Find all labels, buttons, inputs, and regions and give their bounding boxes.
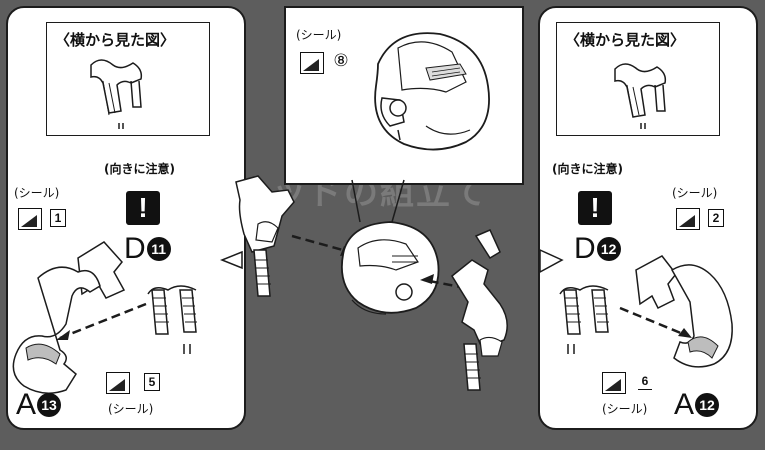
left-assembly-drawing [12,241,197,394]
left-part-a-number: 13 [37,393,62,417]
left-sticker-label-top: (シール) [14,186,60,200]
right-sticker-icon-top [676,208,700,230]
top-sticker-number: ⑧ [332,51,350,70]
right-part-d-letter: D [574,232,596,265]
left-sticker-number-top: 1 [50,209,66,227]
right-sticker-number-top: 2 [708,209,724,227]
left-sticker-icon-bottom [106,372,130,394]
left-part-a-letter: A [16,388,37,421]
left-part-d-letter: D [124,232,146,265]
left-part-d-number: 11 [146,237,171,261]
right-orientation-note: (向きに注意) [552,162,623,176]
top-callout-panel: (シール) ⑧ [284,6,524,185]
left-sticker-label-bottom: (シール) [108,402,154,416]
right-part-a-letter: A [674,388,695,421]
right-sticker-icon-bottom [602,372,626,394]
left-exclamation-icon: ! [126,191,160,225]
right-sticker-number-bottom: 6 [638,373,652,390]
right-sticker-label-bottom: (シール) [602,402,648,416]
right-part-d-number: 12 [596,237,621,261]
right-part-a-number: 12 [695,393,720,417]
left-side-view-label: 〈横から見た図〉 [55,31,176,49]
left-sticker-number-bottom: 5 [144,373,160,391]
top-sticker-label: (シール) [296,28,342,42]
left-side-view-inset: 〈横から見た図〉 [46,22,210,136]
right-side-view-inset: 〈横から見た図〉 [556,22,720,136]
top-sticker-icon [300,52,324,74]
top-head-drawing [374,32,490,151]
left-side-view-drawing [90,59,143,129]
right-side-view-drawing [614,63,667,129]
right-assembly-drawing [559,255,733,368]
right-sticker-label-top: (シール) [672,186,718,200]
right-side-view-label: 〈横から見た図〉 [565,31,686,49]
left-orientation-note: (向きに注意) [104,162,175,176]
left-sticker-icon-top [18,208,42,230]
right-exclamation-icon: ! [578,191,612,225]
